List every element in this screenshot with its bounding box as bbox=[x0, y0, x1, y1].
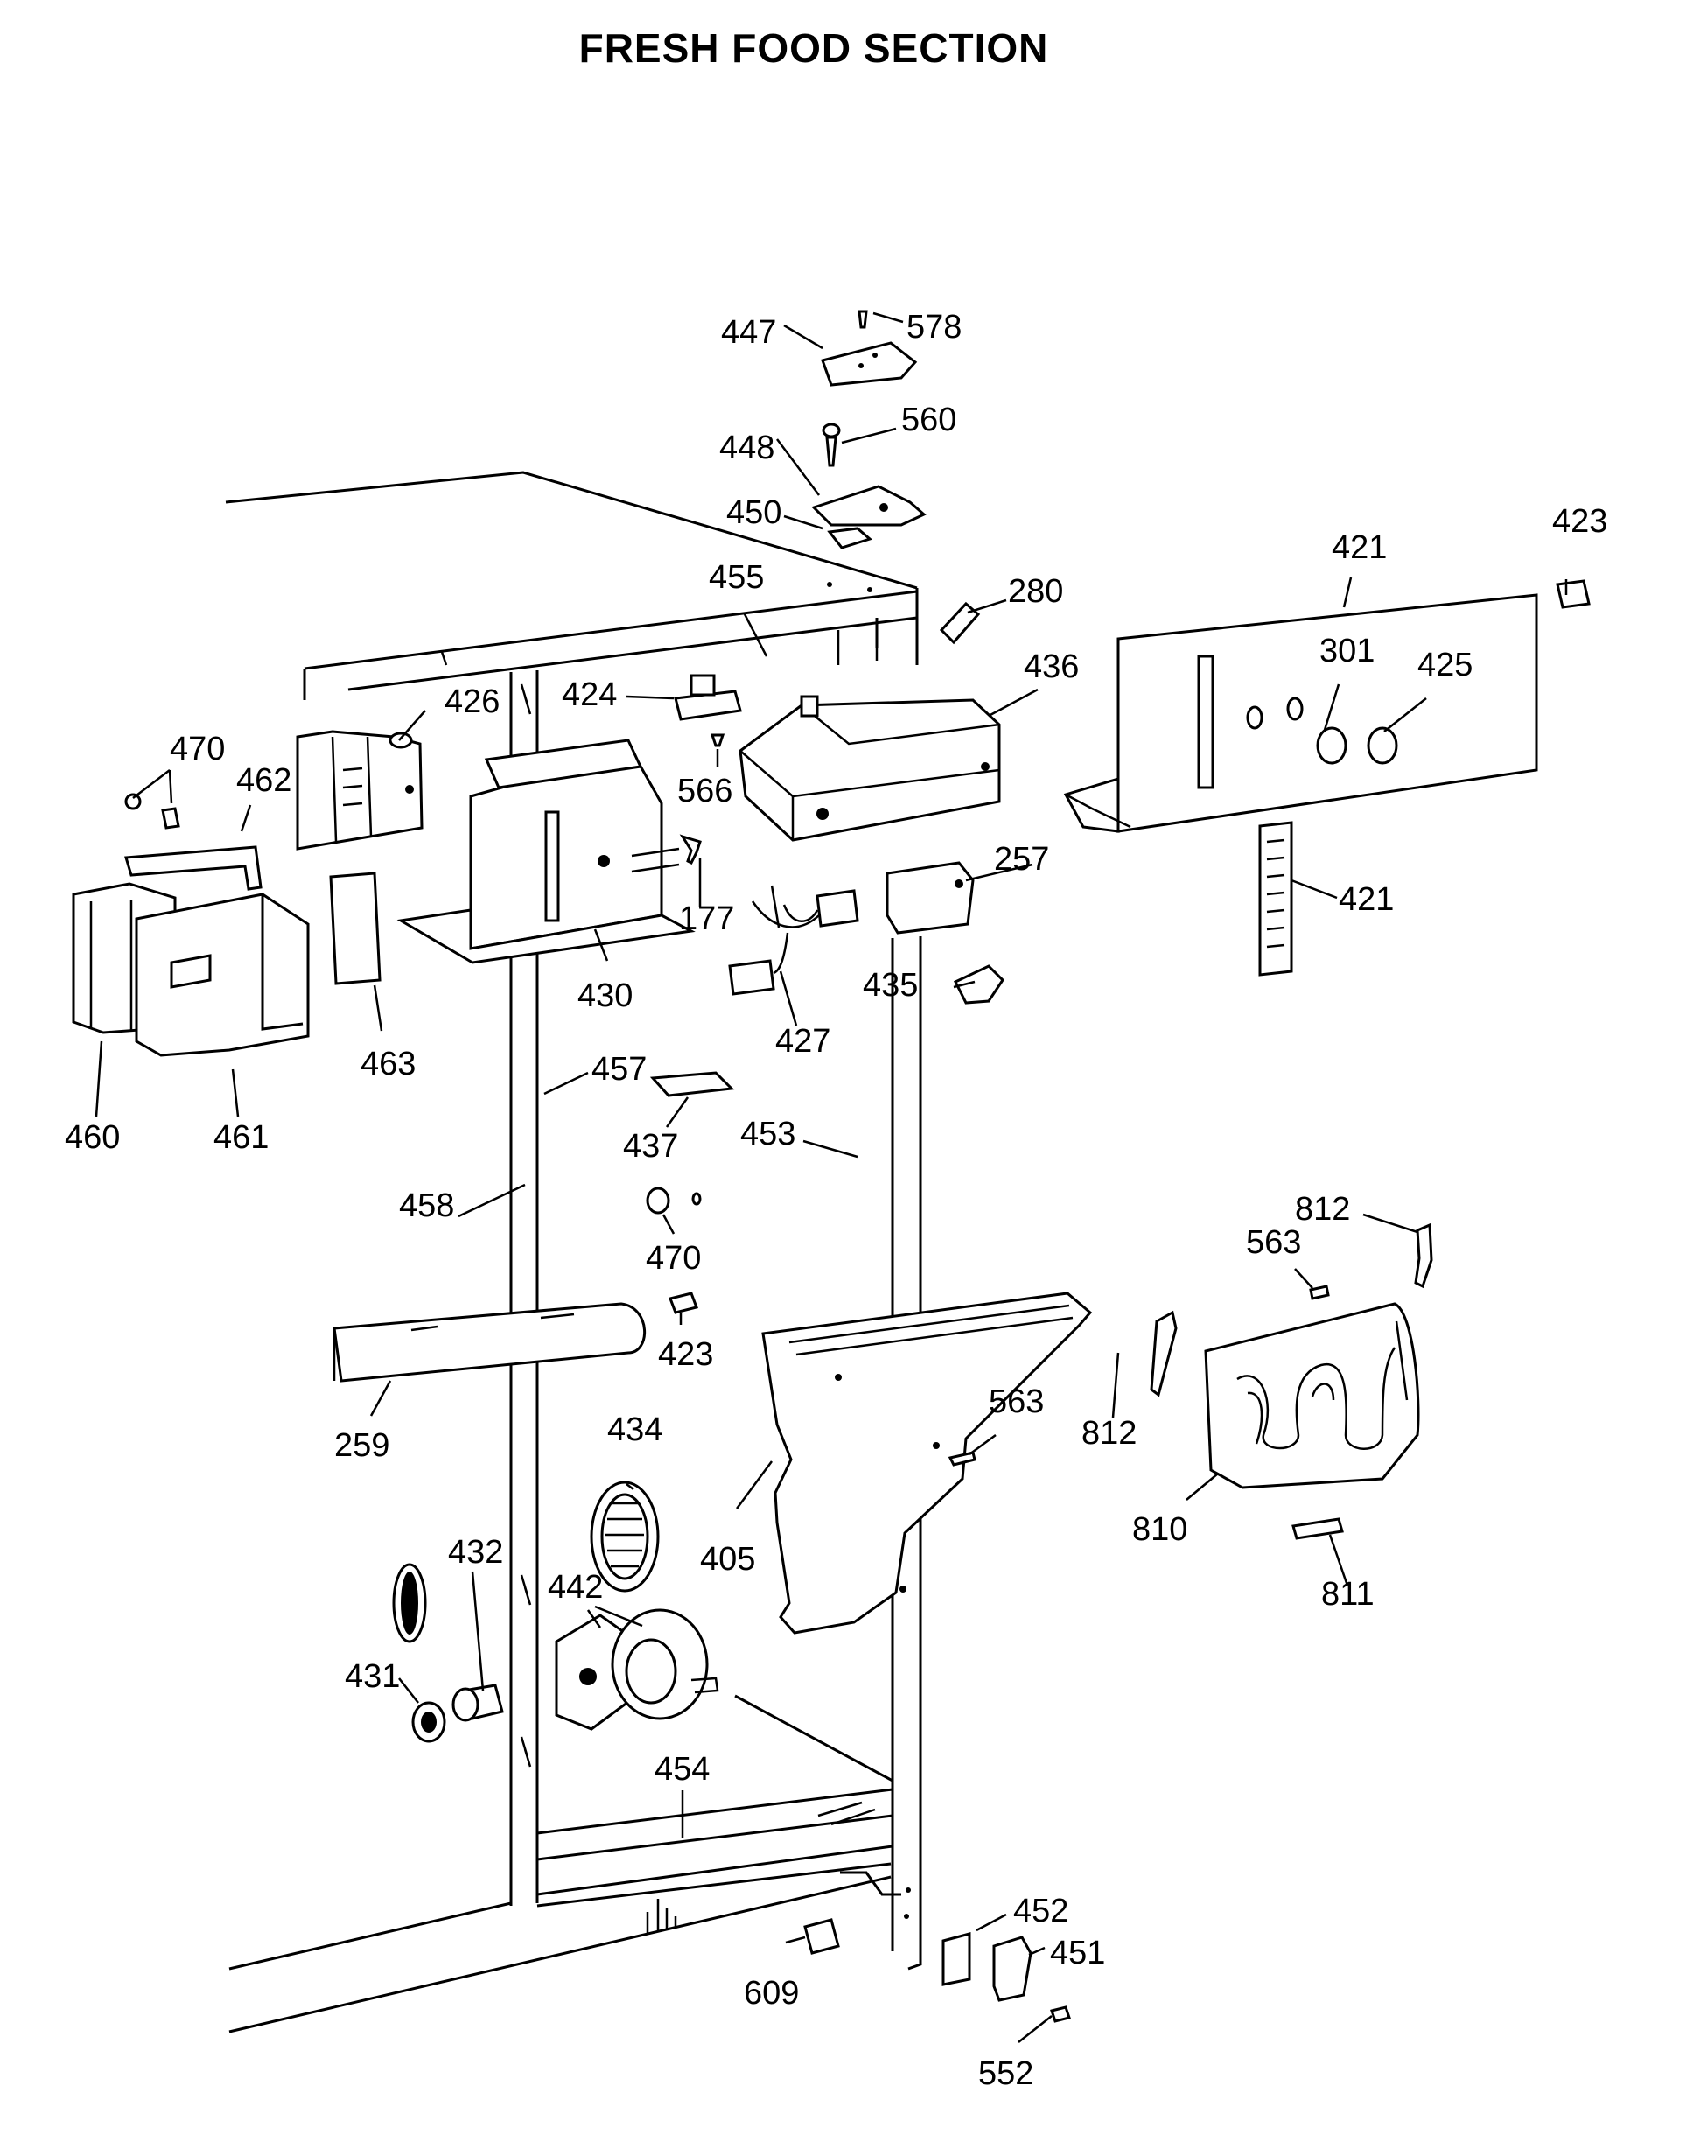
label-448: 448 bbox=[719, 430, 774, 466]
label-457: 457 bbox=[592, 1051, 647, 1088]
part-435-clip bbox=[953, 964, 1004, 1004]
part-442-fan bbox=[555, 1608, 719, 1731]
label-458: 458 bbox=[399, 1187, 454, 1224]
label-566: 566 bbox=[677, 773, 732, 809]
label-454: 454 bbox=[654, 1751, 710, 1788]
part-812-tube-b bbox=[1414, 1222, 1433, 1289]
part-421-control-panel bbox=[1063, 593, 1538, 833]
label-450: 450 bbox=[726, 494, 781, 531]
part-434-grille bbox=[590, 1480, 660, 1592]
label-461: 461 bbox=[214, 1119, 269, 1156]
part-425-knob bbox=[1367, 726, 1398, 765]
part-447-cover bbox=[821, 341, 918, 387]
label-560: 560 bbox=[901, 402, 956, 438]
part-560-screw bbox=[822, 423, 841, 467]
part-436-control-housing bbox=[738, 695, 1001, 842]
label-812-mid: 812 bbox=[1082, 1415, 1137, 1452]
label-405: 405 bbox=[700, 1541, 755, 1578]
label-435: 435 bbox=[863, 967, 918, 1004]
label-424: 424 bbox=[562, 676, 617, 713]
label-609: 609 bbox=[744, 1975, 799, 2012]
part-563-screw-b bbox=[1309, 1284, 1330, 1300]
part-563-screw-a bbox=[948, 1451, 976, 1466]
label-426: 426 bbox=[444, 683, 500, 720]
label-452: 452 bbox=[1013, 1893, 1068, 1929]
label-563-top: 563 bbox=[1246, 1224, 1301, 1261]
part-424-switch bbox=[674, 674, 742, 721]
label-421-grille: 421 bbox=[1339, 881, 1394, 918]
part-301-knob bbox=[1316, 726, 1348, 765]
part-470-plug bbox=[646, 1186, 702, 1214]
part-423-socket bbox=[668, 1292, 698, 1314]
label-460: 460 bbox=[65, 1119, 120, 1156]
label-436: 436 bbox=[1024, 648, 1079, 685]
label-455: 455 bbox=[709, 559, 764, 596]
label-432: 432 bbox=[448, 1534, 503, 1571]
part-labels: 447 578 560 448 450 455 280 423 421 301 … bbox=[65, 309, 1607, 2092]
part-280-light-bulb bbox=[939, 601, 981, 645]
label-257: 257 bbox=[994, 841, 1049, 878]
label-552: 552 bbox=[978, 2055, 1033, 2092]
part-431-grommet bbox=[411, 1701, 446, 1743]
label-434: 434 bbox=[607, 1411, 662, 1448]
label-259: 259 bbox=[334, 1427, 389, 1464]
page-title: FRESH FOOD SECTION bbox=[578, 25, 1049, 71]
part-451-bracket bbox=[992, 1936, 1032, 2002]
label-563-mid: 563 bbox=[989, 1383, 1044, 1420]
label-453: 453 bbox=[740, 1116, 795, 1152]
part-463-clip bbox=[329, 872, 382, 985]
label-470-mid: 470 bbox=[646, 1240, 701, 1277]
part-257-timer bbox=[886, 861, 975, 934]
part-470-spacer bbox=[124, 793, 180, 830]
part-427-wiring-harness bbox=[728, 885, 859, 996]
part-431-grommet-oval bbox=[392, 1563, 427, 1643]
leader-lines bbox=[94, 312, 1568, 2043]
part-177-screw bbox=[679, 834, 702, 865]
label-437: 437 bbox=[623, 1128, 678, 1165]
part-552-screw bbox=[1050, 2006, 1071, 2023]
part-430-shield bbox=[396, 738, 696, 964]
part-405-duct bbox=[761, 1292, 1093, 1634]
part-461-housing bbox=[135, 892, 310, 1057]
label-421-top: 421 bbox=[1332, 529, 1387, 566]
label-470-top: 470 bbox=[170, 731, 225, 767]
part-609-spacer bbox=[803, 1918, 840, 1955]
part-578-screw bbox=[858, 310, 868, 329]
part-426-switch-housing bbox=[296, 730, 424, 850]
part-811-clip bbox=[1292, 1517, 1344, 1540]
label-430: 430 bbox=[578, 977, 633, 1014]
label-462: 462 bbox=[236, 762, 291, 799]
label-427: 427 bbox=[775, 1023, 830, 1060]
label-447: 447 bbox=[721, 314, 776, 351]
label-578: 578 bbox=[906, 309, 962, 346]
part-421-grille bbox=[1258, 821, 1293, 976]
label-423-top: 423 bbox=[1552, 503, 1607, 540]
part-259-light-shield bbox=[332, 1302, 647, 1382]
label-423-mid: 423 bbox=[658, 1336, 713, 1373]
part-448-hinge bbox=[811, 485, 927, 550]
label-810: 810 bbox=[1132, 1511, 1187, 1548]
part-452-plate bbox=[942, 1932, 971, 1986]
label-425: 425 bbox=[1418, 647, 1473, 683]
part-432-sleeve bbox=[452, 1684, 504, 1722]
label-451: 451 bbox=[1050, 1935, 1105, 1971]
part-812-tube-a bbox=[1150, 1310, 1178, 1397]
label-811: 811 bbox=[1321, 1576, 1375, 1613]
label-812-top: 812 bbox=[1295, 1191, 1350, 1228]
part-437-baffle bbox=[649, 1071, 735, 1097]
label-463: 463 bbox=[360, 1046, 416, 1082]
part-462-bracket bbox=[124, 845, 262, 891]
part-566-screw bbox=[710, 733, 725, 747]
label-431: 431 bbox=[345, 1658, 400, 1695]
label-301: 301 bbox=[1320, 633, 1375, 669]
part-810-heater bbox=[1204, 1302, 1420, 1489]
label-442: 442 bbox=[548, 1569, 603, 1606]
label-177: 177 bbox=[679, 900, 734, 937]
part-423-bulb bbox=[1556, 579, 1591, 609]
label-280: 280 bbox=[1008, 573, 1063, 610]
